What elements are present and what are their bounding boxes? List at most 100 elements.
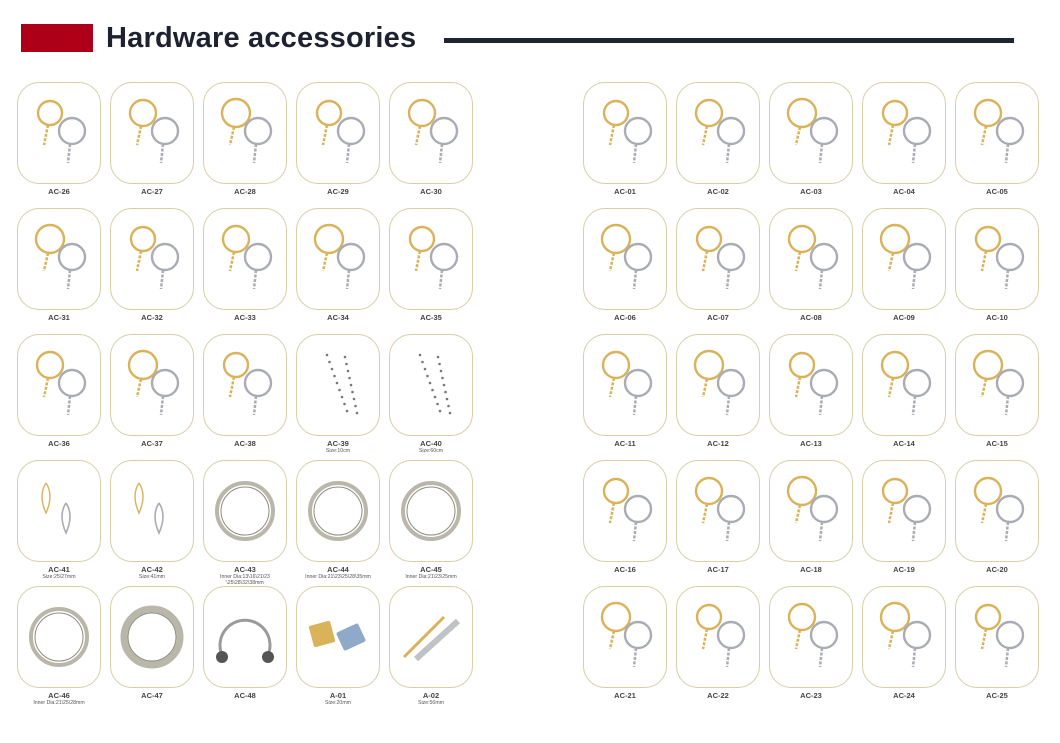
lobster-ring-pair-icon [879, 223, 932, 290]
carabiner-chain-pair-icon [972, 349, 1025, 416]
rect-ring-chain-pair-icon [602, 477, 653, 542]
product-code: AC-09 [893, 313, 915, 322]
ball-chain-icon [325, 353, 359, 415]
snap-hook-pair-icon [222, 351, 273, 416]
product-size-note: Inner Dia:21\25\28mm [33, 700, 85, 706]
product-code: AC-11 [614, 439, 636, 448]
product-image-frame [955, 586, 1039, 688]
swivel-snap-hook-pair-icon [35, 350, 87, 416]
lobster-ring-pair-icon [788, 351, 839, 416]
lobster-ring-pair-icon [693, 349, 746, 416]
product-image-frame [203, 460, 287, 562]
snap-hook-pair-icon [408, 225, 459, 290]
product-code: AC-31 [48, 313, 70, 322]
page-title: Hardware accessories [106, 22, 417, 54]
product-image-frame [676, 82, 760, 184]
product-code: AC-13 [800, 439, 822, 448]
product-image-frame [583, 82, 667, 184]
product-card: AC-20 [955, 460, 1039, 574]
product-image-frame [862, 334, 946, 436]
product-image-frame [769, 586, 853, 688]
product-code: AC-42 [141, 565, 163, 574]
split-ring-spring-pair-icon [973, 476, 1025, 542]
product-card: AC-34 [296, 208, 380, 322]
product-code: AC-08 [800, 313, 822, 322]
product-card: AC-01 [583, 82, 667, 196]
split-ring-chain-pair-icon [879, 601, 932, 668]
snap-hook-pair-icon [127, 349, 180, 416]
product-image-frame [389, 460, 473, 562]
carabiner-chain-pair-icon [695, 225, 746, 290]
product-code: AC-37 [141, 439, 163, 448]
split-ring-icon [29, 607, 89, 667]
product-card: AC-31 [17, 208, 101, 322]
product-card: AC-19 [862, 460, 946, 574]
split-ring-chain-pair-icon [881, 477, 932, 542]
product-image-frame [110, 334, 194, 436]
product-image-frame [296, 334, 380, 436]
product-code: AC-35 [420, 313, 442, 322]
product-card: AC-38 [203, 334, 287, 448]
product-image-frame [203, 82, 287, 184]
product-code: AC-48 [234, 691, 256, 700]
lobster-pin-pair-icon [221, 224, 273, 290]
product-card: AC-17 [676, 460, 760, 574]
product-code: AC-47 [141, 691, 163, 700]
split-ring-chain-pair-icon [694, 476, 746, 542]
carabiner-chain-pair-icon [880, 350, 932, 416]
product-code: AC-40 [420, 439, 442, 448]
product-card: AC-32 [110, 208, 194, 322]
product-code: AC-02 [707, 187, 729, 196]
product-image-frame [389, 82, 473, 184]
product-card: AC-24 [862, 586, 946, 700]
product-size-note: Size:25\27mm [42, 574, 76, 580]
product-card: AC-28 [203, 82, 287, 196]
product-code: AC-30 [420, 187, 442, 196]
product-image-frame [296, 208, 380, 310]
product-image-frame [769, 334, 853, 436]
product-card: AC-07 [676, 208, 760, 322]
pull-apart-pair-icon [881, 99, 932, 164]
product-image-frame [17, 586, 101, 688]
product-image-frame [955, 334, 1039, 436]
product-image-frame [583, 208, 667, 310]
product-image-frame [769, 82, 853, 184]
product-image-frame [862, 586, 946, 688]
product-code: AC-21 [614, 691, 636, 700]
product-card: AC-06 [583, 208, 667, 322]
split-ring-chain-pair-icon [787, 602, 839, 668]
product-card: AC-35 [389, 208, 473, 322]
product-card: AC-10 [955, 208, 1039, 322]
split-ring-icon [401, 481, 461, 541]
product-image-frame [296, 586, 380, 688]
split-ring-chain-pair-icon [787, 224, 839, 290]
product-card: AC-05 [955, 82, 1039, 196]
horseshoe-ring-icon [216, 618, 274, 663]
product-image-frame [389, 334, 473, 436]
product-card: AC-25 [955, 586, 1039, 700]
product-image-frame [769, 208, 853, 310]
product-code: AC-39 [327, 439, 349, 448]
product-code: AC-46 [48, 691, 70, 700]
product-image-frame [862, 460, 946, 562]
product-code: AC-22 [707, 691, 729, 700]
product-code: AC-29 [327, 187, 349, 196]
product-code: AC-36 [48, 439, 70, 448]
product-image-frame [296, 82, 380, 184]
product-code: AC-27 [141, 187, 163, 196]
spring-clip-pair-icon [134, 482, 164, 535]
product-size-note: Size:41mm [139, 574, 165, 580]
product-image-frame [583, 334, 667, 436]
product-card: AC-11 [583, 334, 667, 448]
product-code: AC-44 [327, 565, 349, 574]
product-image-frame [17, 82, 101, 184]
product-size-note: Inner Dia:21\23\25\28\35mm [305, 574, 371, 580]
split-ring-pin-pair-icon [600, 601, 653, 668]
